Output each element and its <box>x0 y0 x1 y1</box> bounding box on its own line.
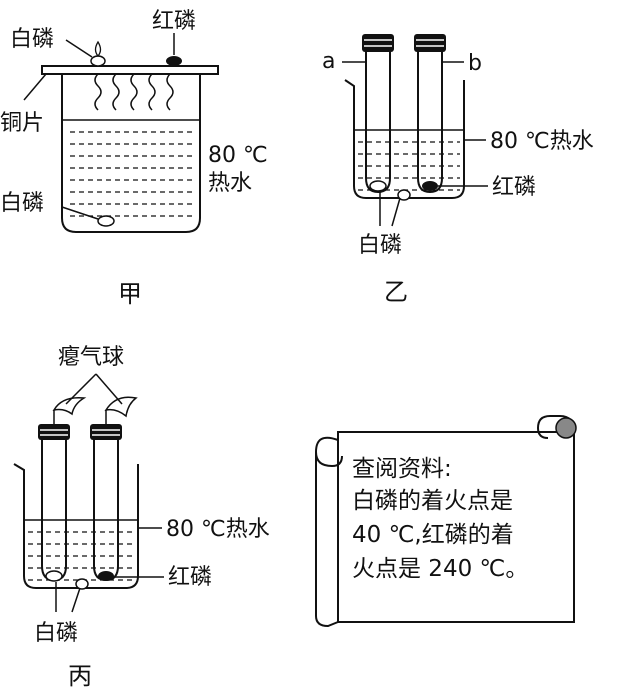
label-white-p-yi: 白磷 <box>358 233 402 258</box>
stopper-bing-2 <box>90 424 122 440</box>
beaker-jia <box>61 72 201 233</box>
label-red-p: 红磷 <box>152 9 196 34</box>
white-phosphorus-water-bing <box>75 578 89 590</box>
test-tube-bing-2 <box>93 440 119 582</box>
white-phosphorus-water <box>397 189 411 201</box>
setup-bing: 瘪气球 80 ℃热水 红磷 白磷 丙 <box>13 345 270 690</box>
test-tube-a <box>365 52 391 194</box>
note-line-3: 火点是 240 ℃。 <box>352 556 528 582</box>
stopper-b <box>414 34 446 52</box>
hot-water-jia <box>70 131 195 217</box>
label-red-p-yi: 红磷 <box>492 175 536 200</box>
note-line-2: 40 ℃,红磷的着 <box>352 522 514 548</box>
white-phosphorus-bottom <box>97 215 115 227</box>
red-phosphorus-bing <box>98 571 114 581</box>
label-copper: 铜片 <box>0 111 44 136</box>
info-scroll: 查阅资料: 白磷的着火点是 40 ℃,红磷的着 火点是 240 ℃。 <box>314 415 577 628</box>
beaker-bing <box>13 463 139 589</box>
caption-jia: 甲 <box>118 280 142 308</box>
test-tube-b <box>417 52 443 194</box>
note-line-1: 白磷的着火点是 <box>352 488 513 514</box>
setup-jia: 白磷 红磷 铜片 80 ℃ 热水 白磷 甲 <box>0 9 268 308</box>
label-white-p-bottom: 白磷 <box>0 191 44 216</box>
label-hot-water-yi: 80 ℃热水 <box>490 129 594 154</box>
label-balloon: 瘪气球 <box>58 345 124 370</box>
setup-yi: a b 80 ℃热水 红磷 白磷 乙 <box>322 34 594 306</box>
red-phosphorus-tube-b <box>422 181 438 191</box>
white-phosphorus-tube-a <box>369 180 387 192</box>
flame-icon <box>94 40 102 58</box>
stopper-bing-1 <box>38 424 70 440</box>
note-title: 查阅资料: <box>352 456 452 482</box>
red-phosphorus-top <box>166 56 182 66</box>
stopper-a <box>362 34 394 52</box>
white-phosphorus-bing <box>45 570 63 582</box>
caption-bing: 丙 <box>68 662 92 690</box>
white-phosphorus-top <box>90 55 106 67</box>
beaker-yi <box>344 79 465 199</box>
test-tube-bing-1 <box>41 440 67 582</box>
caption-yi: 乙 <box>384 278 408 306</box>
steam <box>94 73 174 111</box>
label-hot-water: 热水 <box>208 171 252 196</box>
label-white-p-top: 白磷 <box>10 27 54 52</box>
label-a: a <box>322 49 335 74</box>
label-water-temp: 80 ℃ <box>208 143 268 168</box>
label-b: b <box>468 51 482 76</box>
label-red-p-bing: 红磷 <box>168 565 212 590</box>
label-hot-water-bing: 80 ℃热水 <box>166 517 270 542</box>
copper-plate <box>41 65 219 75</box>
label-white-p-bing: 白磷 <box>34 621 78 646</box>
balloon-icon <box>52 396 138 424</box>
